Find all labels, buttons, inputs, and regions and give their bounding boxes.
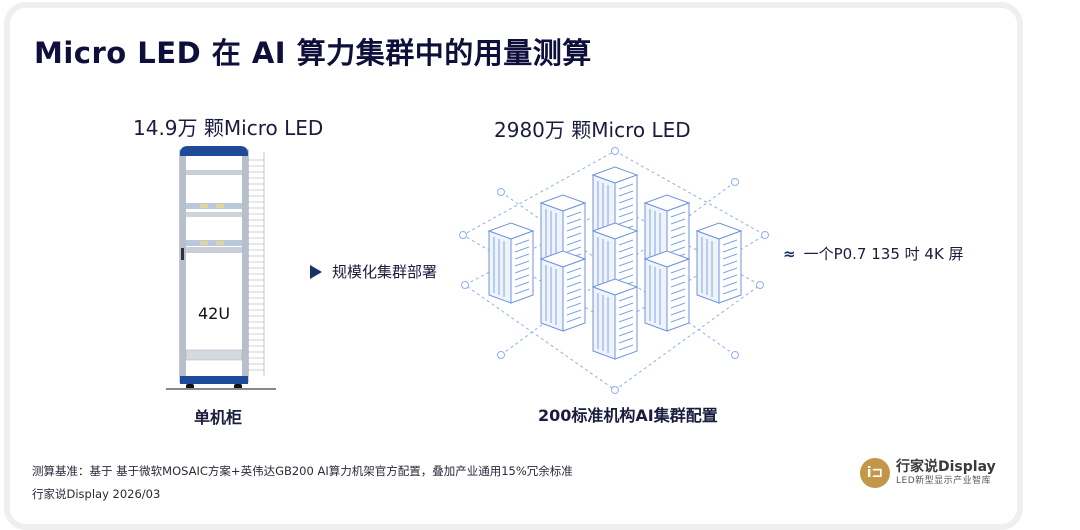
approx-icon: ≈ — [783, 245, 796, 263]
cluster-count: 2980万 颗Micro LED — [494, 118, 691, 142]
page-title: Micro LED 在 AI 算力集群中的用量测算 — [34, 36, 592, 70]
single-rack-count: 14.9万 颗Micro LED — [133, 116, 324, 140]
logo-mark-icon: i⊐ — [860, 458, 890, 488]
server-rack-icon — [166, 146, 276, 390]
cluster-caption: 200标准机构AI集群配置 — [538, 406, 718, 425]
equivalent-screen: ≈ 一个P0.7 135 吋 4K 屏 — [783, 243, 964, 264]
single-rack-caption: 单机柜 — [194, 408, 243, 427]
scale-deployment-arrow: 规模化集群部署 — [310, 261, 437, 282]
logo-tagline: LED新型显示产业智库 — [896, 476, 992, 486]
play-arrow-icon — [310, 264, 322, 279]
equivalent-screen-text: 一个P0.7 135 吋 4K 屏 — [803, 245, 964, 263]
server-cluster-icon — [459, 147, 769, 394]
brand-logo: i⊐ 行家说Display LED新型显示产业智库 — [860, 458, 996, 488]
rack-size-label: 42U — [197, 304, 231, 323]
calculation-basis-note: 测算基准：基于 基于微软MOSAIC方案+英伟达GB200 AI算力机架官方配置… — [32, 464, 573, 478]
logo-name: 行家说Display — [896, 459, 996, 475]
source-note: 行家说Display 2026/03 — [32, 487, 161, 501]
scale-deployment-label: 规模化集群部署 — [332, 263, 438, 281]
